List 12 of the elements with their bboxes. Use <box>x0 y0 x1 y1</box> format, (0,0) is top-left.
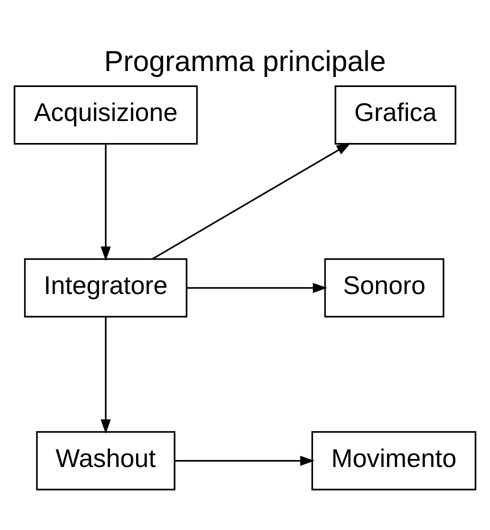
diagram-title: Programma principale <box>104 45 386 78</box>
arrow <box>100 316 111 434</box>
arrow <box>152 142 351 260</box>
node-box: Washout <box>36 430 176 490</box>
arrow <box>174 455 315 466</box>
node-box: Sonoro <box>324 258 444 318</box>
arrow <box>186 282 328 292</box>
node-box: Acquisizione <box>14 84 198 144</box>
node-box: Integratore <box>24 258 188 318</box>
arrow <box>100 143 111 260</box>
node-box: Movimento <box>311 430 476 490</box>
node-box: Grafica <box>334 84 456 144</box>
